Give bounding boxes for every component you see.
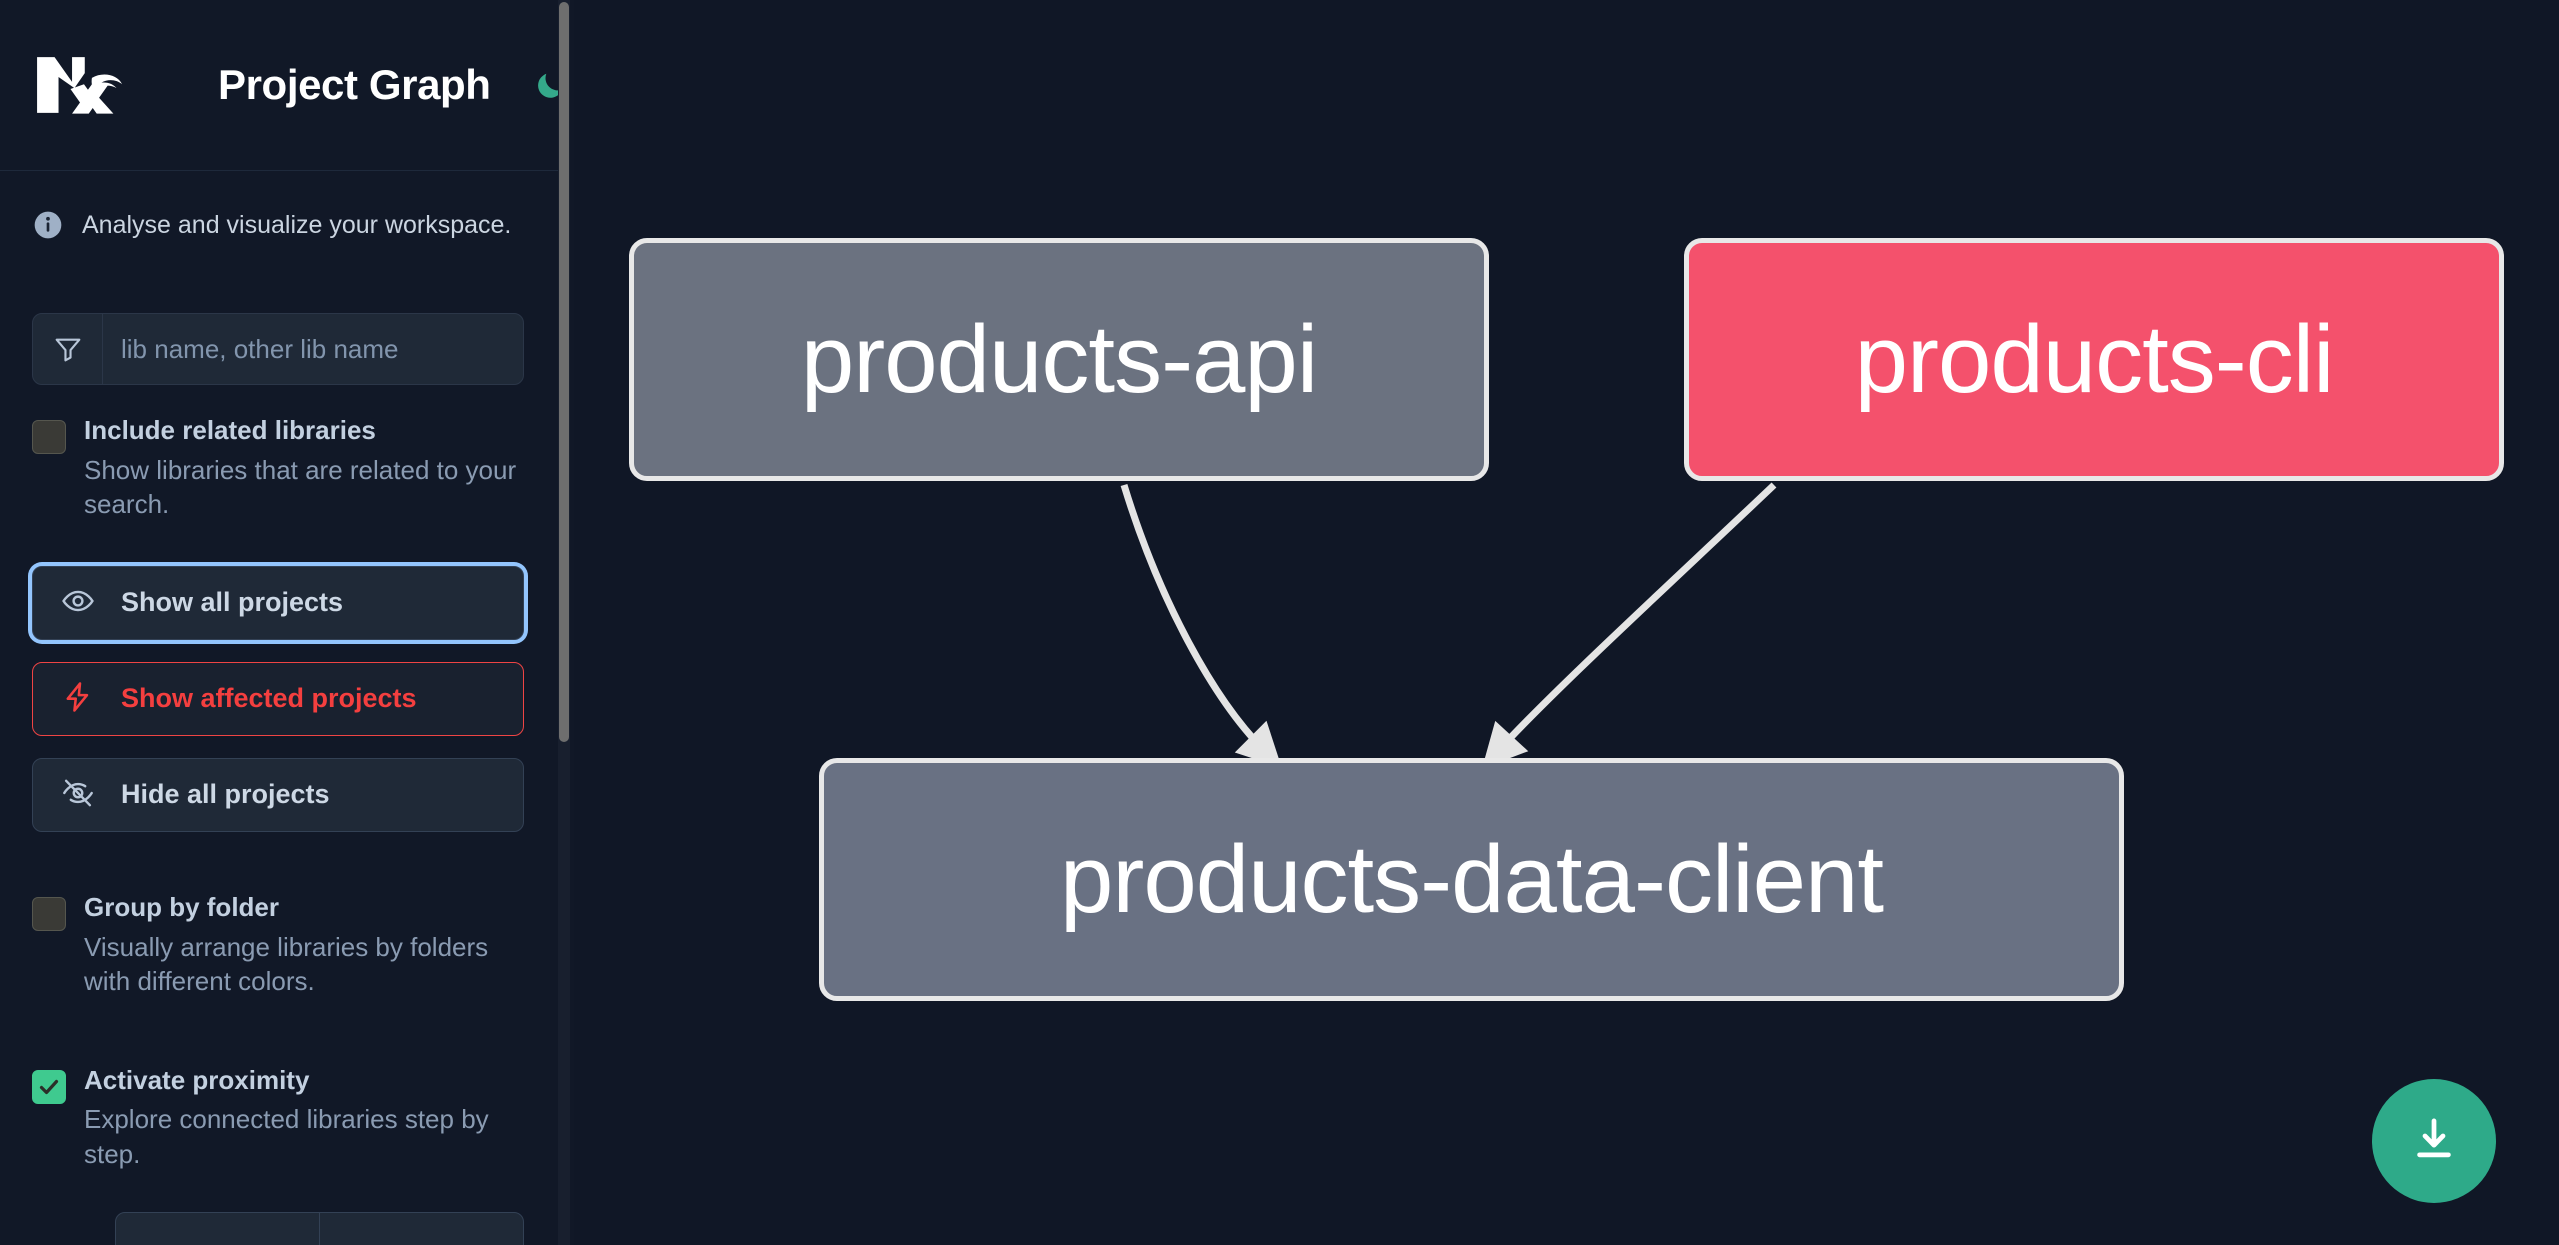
option-activate-proximity[interactable]: Activate proximity Explore connected lib…	[0, 1035, 560, 1172]
sidebar-note-text: Analyse and visualize your workspace.	[82, 210, 512, 239]
edge-products-api-to-data-client	[1120, 483, 1282, 768]
option-label: Activate proximity	[84, 1064, 310, 1095]
node-label: products-api	[800, 305, 1318, 413]
option-group-by-folder[interactable]: Group by folder Visually arrange librari…	[0, 862, 560, 999]
download-graph-button[interactable]	[2372, 1079, 2496, 1203]
option-label: Group by folder	[84, 891, 279, 922]
graph-canvas[interactable]: products-api products-cli products-data-…	[574, 0, 2559, 1245]
button-label: Show all projects	[121, 587, 344, 618]
option-description: Explore connected libraries step by step…	[84, 1104, 489, 1170]
info-icon	[32, 209, 64, 241]
checkbox-include-related-libraries[interactable]	[32, 420, 66, 454]
checkbox-activate-proximity[interactable]	[32, 1069, 66, 1104]
show-affected-projects-button[interactable]: Show affected projects	[32, 661, 524, 736]
sidebar-header: Project Graph	[0, 0, 560, 171]
eye-off-icon	[61, 776, 95, 813]
graph-node-products-api[interactable]: products-api	[629, 238, 1489, 481]
eye-icon	[61, 584, 95, 621]
node-label: products-cli	[1854, 305, 2335, 413]
sidebar: Project Graph Analyse and visualize your…	[0, 0, 574, 1245]
option-include-related-libraries[interactable]: Include related libraries Show libraries…	[0, 385, 560, 522]
proximity-increase-button[interactable]	[320, 1213, 523, 1245]
sidebar-note: Analyse and visualize your workspace.	[0, 171, 560, 241]
option-description: Show libraries that are related to your …	[84, 454, 517, 520]
sidebar-scrollbar-thumb[interactable]	[559, 2, 569, 742]
graph-node-products-data-client[interactable]: products-data-client	[819, 758, 2124, 1001]
show-all-projects-button[interactable]: Show all projects	[32, 565, 524, 640]
app-title: Project Graph	[218, 61, 491, 108]
graph-node-products-cli[interactable]: products-cli	[1684, 238, 2504, 481]
search-input[interactable]	[103, 314, 523, 384]
filter-funnel-icon	[33, 314, 103, 384]
proximity-decrease-button[interactable]	[116, 1212, 320, 1245]
moon-icon[interactable]	[533, 62, 560, 108]
graph-edges	[1120, 482, 1777, 769]
button-label: Hide all projects	[121, 779, 330, 810]
hide-all-projects-button[interactable]: Hide all projects	[32, 757, 524, 832]
button-label: Show affected projects	[121, 683, 417, 714]
check-icon	[39, 1079, 59, 1094]
nx-logo-icon	[32, 54, 128, 116]
option-label: Include related libraries	[84, 415, 376, 445]
edge-products-cli-to-data-client	[1481, 482, 1777, 769]
lightning-bolt-icon	[61, 680, 95, 717]
option-description: Visually arrange libraries by folders wi…	[84, 931, 489, 997]
search-field[interactable]	[32, 313, 524, 385]
proximity-stepper-group[interactable]	[115, 1211, 524, 1245]
download-icon	[2407, 1113, 2461, 1170]
sidebar-scroll-region: Project Graph Analyse and visualize your…	[0, 0, 560, 1245]
node-label: products-data-client	[1059, 825, 1884, 933]
projects-button-group: Show all projects Show affected projects	[0, 522, 560, 832]
checkbox-group-by-folder[interactable]	[32, 896, 66, 931]
